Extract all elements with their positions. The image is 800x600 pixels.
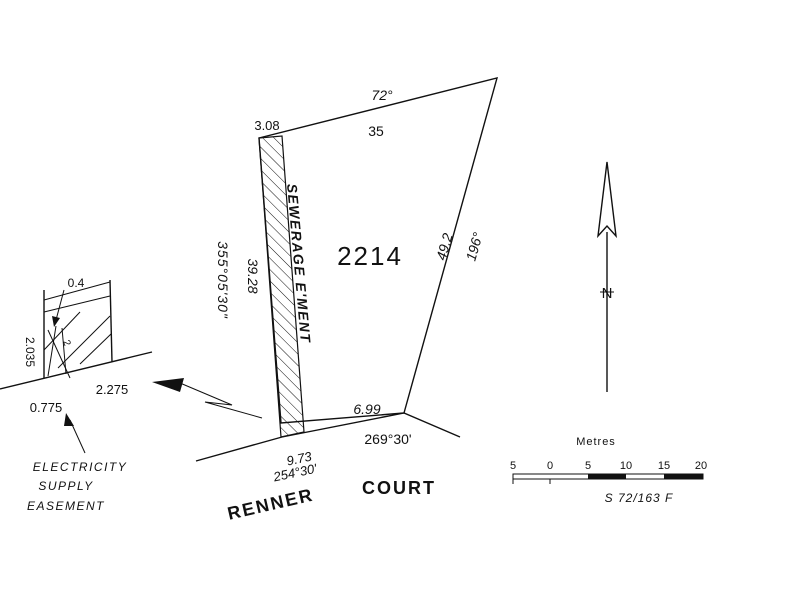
scale-title: Metres <box>576 436 616 448</box>
detail-bottom-left: 0.775 <box>30 400 63 415</box>
detail-height-left: 2.035 <box>23 337 37 367</box>
bottom-right-distance: 6.99 <box>353 401 380 417</box>
top-bearing: 72° <box>371 87 393 103</box>
bottom-left-distance: 9.73 <box>285 448 314 468</box>
scale-tick-label: 5 <box>585 460 591 472</box>
north-label: N <box>602 285 613 302</box>
scale-tick-label: 10 <box>620 460 632 472</box>
plan-reference: S 72/163 F <box>605 491 674 505</box>
north-arrow <box>597 161 617 392</box>
left-distance: 39.28 <box>245 258 261 293</box>
width-pointer-arrowhead <box>52 316 60 327</box>
electricity-easement-detail <box>0 279 153 390</box>
scale-tick-label: 15 <box>658 460 670 472</box>
top-distance: 35 <box>368 123 384 139</box>
detail-bottom-right: 2.275 <box>96 382 129 397</box>
electricity-label-line1: ELECTRICITY <box>33 460 128 474</box>
scale-tick-label: 0 <box>547 460 553 472</box>
scale-tick-label: 20 <box>695 460 707 472</box>
detail-pointer-arrowhead <box>152 378 184 392</box>
detail-pointer-line <box>179 382 263 419</box>
bottom-left-bearing: 254°30' <box>271 461 318 485</box>
right-bearing: 196° <box>463 230 486 263</box>
road-boundary <box>195 412 461 462</box>
detail-width-top: 0.4 <box>68 276 85 290</box>
road-name-part1: RENNER <box>226 485 316 524</box>
easement-pointer-arrowhead <box>64 413 74 426</box>
scale-bar <box>512 473 704 484</box>
electricity-label-line3: EASEMENT <box>27 499 105 513</box>
road-name-part2: COURT <box>362 478 436 498</box>
detail-marker: 2 <box>60 339 72 348</box>
corner-distance: 3.08 <box>254 118 279 133</box>
bottom-right-bearing: 269°30' <box>364 431 411 447</box>
electricity-label-line2: SUPPLY <box>38 479 93 493</box>
scale-tick-label: 5 <box>510 460 516 472</box>
lot-number: 2214 <box>337 241 403 271</box>
width-pointer-line <box>55 289 65 321</box>
right-distance: 49.2 <box>433 231 456 262</box>
left-bearing: 355°05'30" <box>215 241 231 319</box>
